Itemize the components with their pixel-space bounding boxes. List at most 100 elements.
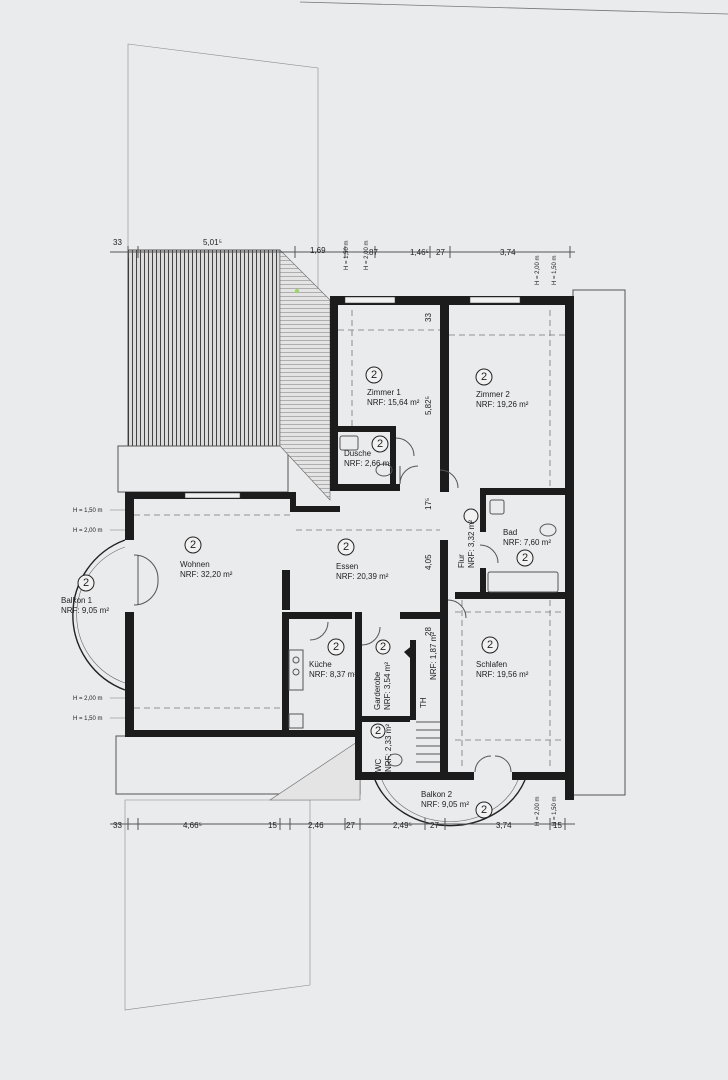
door-swings [133, 437, 512, 773]
room-zimmer2-area: NRF: 19,26 m² [476, 400, 529, 409]
lower-roof-outline [124, 799, 311, 1011]
room-bad: 2 Bad NRF: 7,60 m² [503, 528, 551, 567]
green-marker [294, 288, 300, 294]
dim-bottom-9: 15 [553, 821, 562, 830]
room-garderobe-name: Garderobe [373, 671, 382, 710]
room-kueche-area: NRF: 8,37 m² [309, 670, 357, 679]
dim-top-1: 33 [113, 238, 122, 247]
room-th: TH NRF: 1,87 m² [419, 632, 438, 708]
room-garderobe-badge: 2 [380, 641, 386, 653]
room-wohnen: 2 Wohnen NRF: 32,20 m² [180, 536, 233, 579]
stairs [404, 644, 440, 763]
room-wohnen-badge: 2 [190, 539, 196, 551]
room-dusche-name: Dusche [344, 449, 372, 458]
dim-top-4: 87 [369, 248, 378, 257]
dim-bottom-5: 27 [346, 821, 355, 830]
height-label-top-2: H = 2,00 m [364, 240, 370, 270]
room-wohnen-area: NRF: 32,20 m² [180, 570, 233, 579]
dim-inner-2: 5,82⁵ [424, 396, 433, 415]
room-kueche: 2 Küche NRF: 8,37 m² [309, 638, 357, 679]
room-essen-badge: 2 [343, 541, 349, 553]
room-schlafen-name: Schlafen [476, 660, 507, 669]
height-left-3: H = 2,00 m [73, 696, 103, 702]
room-wc-badge: 2 [375, 725, 381, 737]
room-zimmer2-badge: 2 [481, 371, 487, 383]
room-essen-name: Essen [336, 562, 358, 571]
room-kueche-badge: 2 [333, 641, 339, 653]
paper-edge [299, 1, 728, 15]
height-bottom-2: H = 1,50 m [552, 796, 558, 826]
room-essen: 2 Essen NRF: 20,39 m² [336, 538, 389, 581]
room-schlafen-area: NRF: 19,56 m² [476, 670, 529, 679]
balkon1-outline [72, 539, 126, 691]
height-bottom-1: H = 2,00 m [535, 796, 541, 826]
room-wc-area: NRF: 2,33 m² [384, 724, 393, 772]
balkon1-outline-inner [76, 546, 126, 684]
room-schlafen: 2 Schlafen NRF: 19,56 m² [476, 636, 529, 679]
room-balkon2: 2 Balkon 2 NRF: 9,05 m² [421, 790, 493, 819]
height-label-top-1: H = 1,50 m [344, 240, 350, 270]
room-balkon1-name: Balkon 1 [61, 596, 93, 605]
balkon2-outline [374, 779, 526, 827]
room-balkon2-area: NRF: 9,05 m² [421, 800, 469, 809]
dim-bottom-7: 27 [430, 821, 439, 830]
dim-bottom-1: 33 [113, 821, 122, 830]
roof-strip-slope [279, 249, 331, 501]
dim-top-6: 27 [436, 248, 445, 257]
room-bad-name: Bad [503, 528, 517, 537]
room-wc-name: WC [374, 758, 383, 772]
bottom-dimension-line [110, 818, 575, 830]
room-flur-name: Flur [457, 554, 466, 568]
room-zimmer1-badge: 2 [371, 369, 377, 381]
room-wc: 2 WC NRF: 2,33 m² [370, 723, 393, 772]
dim-bottom-2: 4,66⁵ [183, 821, 202, 830]
room-zimmer2: 2 Zimmer 2 NRF: 19,26 m² [475, 368, 529, 409]
room-kueche-name: Küche [309, 660, 332, 669]
dim-inner-5: 28 [424, 627, 433, 636]
room-bad-badge: 2 [522, 552, 528, 564]
room-balkon1-area: NRF: 9,05 m² [61, 606, 109, 615]
height-label-top-3: H = 2,00 m [535, 255, 541, 285]
height-label-top-4: H = 1,50 m [552, 255, 558, 285]
room-dusche-badge: 2 [377, 438, 383, 450]
height-left-4: H = 1,50 m [73, 716, 103, 722]
room-zimmer2-name: Zimmer 2 [476, 390, 510, 399]
balkon2-outline-inner [381, 779, 519, 822]
room-flur-area: NRF: 3,32 m² [467, 520, 476, 568]
dim-bottom-8: 3,74 [496, 821, 512, 830]
dim-inner-4: 4,05 [424, 554, 433, 570]
room-balkon1-badge: 2 [83, 577, 89, 589]
height-left-1: H = 1,50 m [73, 508, 103, 514]
room-flur: Flur NRF: 3,32 m² [457, 508, 479, 568]
room-balkon2-name: Balkon 2 [421, 790, 453, 799]
dim-top-7: 3,74 [500, 248, 516, 257]
room-balkon1: 2 Balkon 1 NRF: 9,05 m² [61, 574, 109, 615]
dim-inner-1: 33 [424, 313, 433, 322]
room-essen-area: NRF: 20,39 m² [336, 572, 389, 581]
room-bad-area: NRF: 7,60 m² [503, 538, 551, 547]
fixtures [288, 435, 559, 767]
dim-top-5: 1,46⁵ [410, 248, 429, 257]
dim-top-2: 5,01⁵ [203, 238, 222, 247]
roof-hatch [127, 249, 281, 447]
height-left-2: H = 2,00 m [73, 528, 103, 534]
room-garderobe-area: NRF: 3,54 m² [383, 662, 392, 710]
top-dimension-line [110, 246, 575, 258]
windows-top [184, 296, 521, 499]
dim-bottom-6: 2,49⁵ [393, 821, 412, 830]
room-dusche: 2 Dusche NRF: 2,66 m² [344, 435, 392, 468]
dim-top-3: 1,69 [310, 246, 326, 255]
room-th-area: NRF: 1,87 m² [429, 632, 438, 680]
room-zimmer1-name: Zimmer 1 [367, 388, 401, 397]
room-wohnen-name: Wohnen [180, 560, 210, 569]
room-balkon2-badge: 2 [481, 804, 487, 816]
room-garderobe: 2 Garderobe NRF: 3,54 m² [373, 639, 392, 710]
dim-inner-3: 17⁵ [424, 498, 433, 510]
room-dusche-area: NRF: 2,66 m² [344, 459, 392, 468]
dim-bottom-4: 2,46 [308, 821, 324, 830]
room-zimmer1: 2 Zimmer 1 NRF: 15,64 m² [365, 366, 420, 407]
room-zimmer1-area: NRF: 15,64 m² [367, 398, 420, 407]
slope-lines [134, 310, 565, 770]
